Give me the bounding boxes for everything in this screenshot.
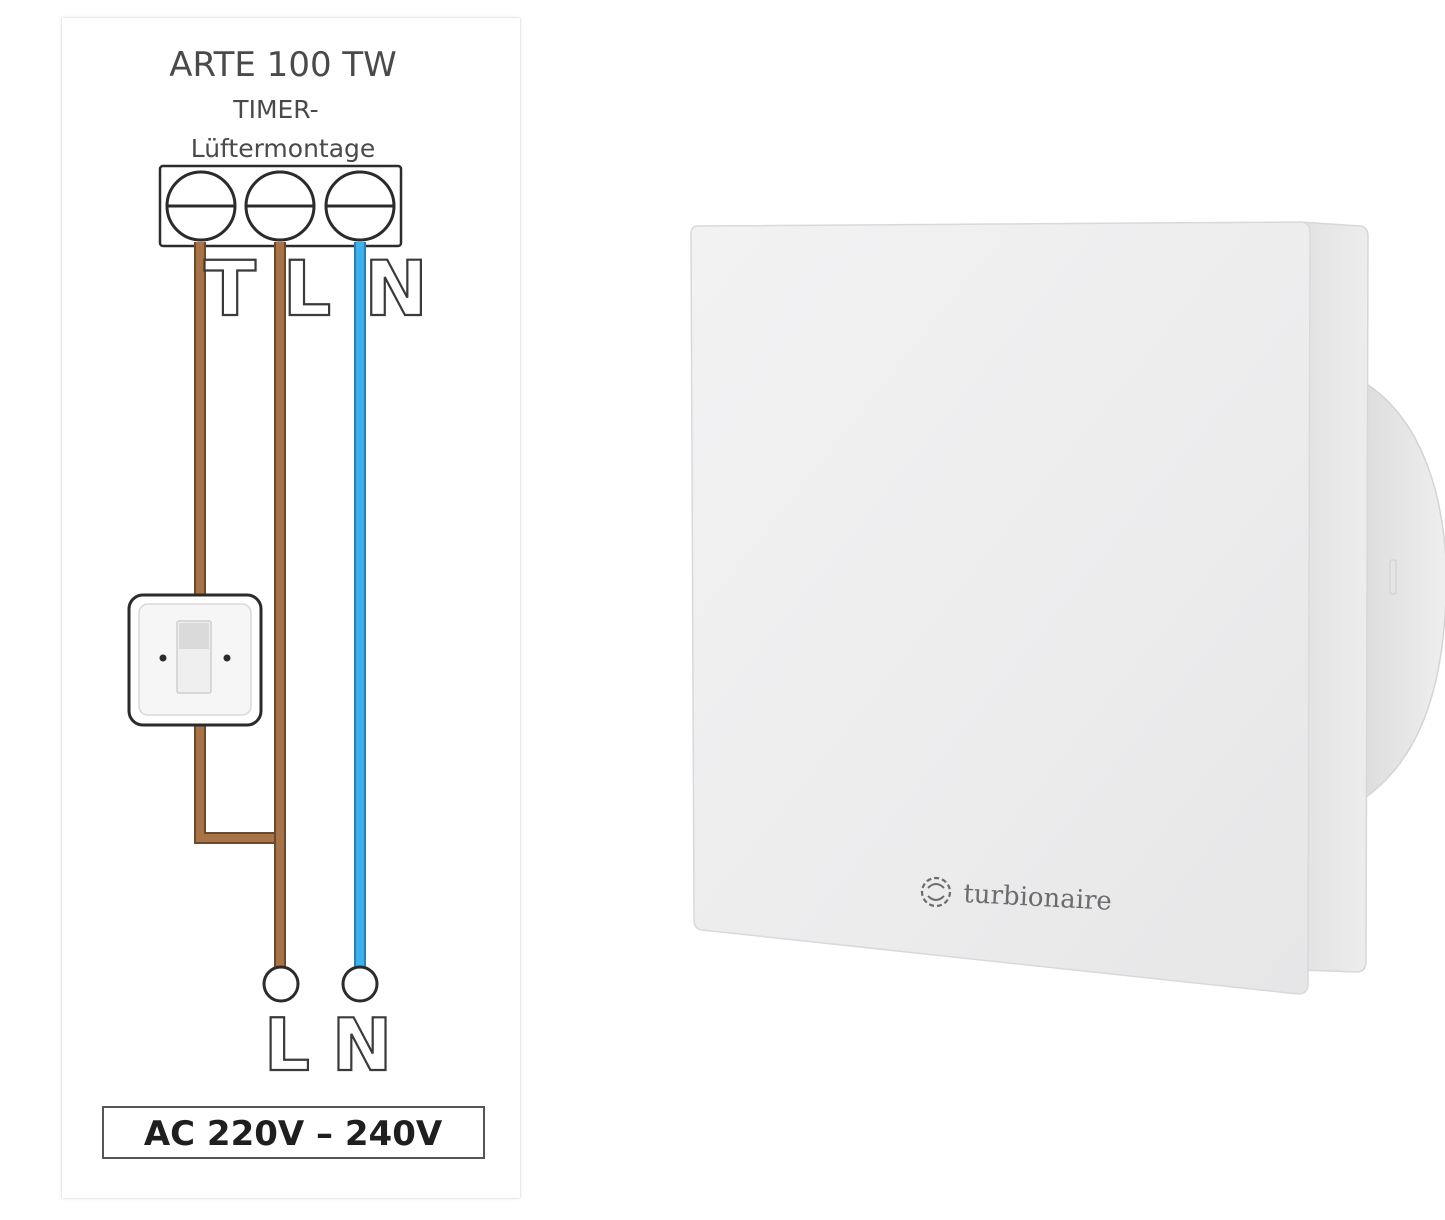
wire-t-bottom-fill	[196, 720, 279, 842]
fan-back-plate	[1299, 221, 1369, 973]
supply-label-l: L	[264, 1003, 310, 1087]
terminal-screw-icon	[244, 170, 316, 242]
terminal-label-n: N	[364, 244, 428, 333]
supply-label-n: N	[332, 1003, 392, 1087]
diagram-subtitle-line2: Lüftermontage	[191, 134, 376, 163]
terminal-screw-icon	[324, 170, 396, 242]
terminal-label-t: T	[204, 244, 256, 333]
wires	[194, 242, 366, 970]
supply-terminal-l	[262, 965, 300, 1003]
fan-duct	[1359, 378, 1445, 802]
terminal-screw-icon	[165, 170, 237, 242]
voltage-label: AC 220V – 240V	[144, 1114, 443, 1154]
supply-terminal-n	[341, 965, 379, 1003]
terminal-label-l: L	[283, 244, 331, 333]
swirl-fan-logo-icon	[920, 876, 952, 908]
diagram-title: ARTE 100 TW	[169, 45, 397, 85]
terminal-block	[158, 164, 403, 248]
diagram-subtitle-line1: TIMER-	[232, 95, 318, 124]
fan-front-panel	[690, 221, 1311, 995]
wall-switch-icon	[127, 593, 263, 727]
voltage-box	[102, 1106, 485, 1159]
